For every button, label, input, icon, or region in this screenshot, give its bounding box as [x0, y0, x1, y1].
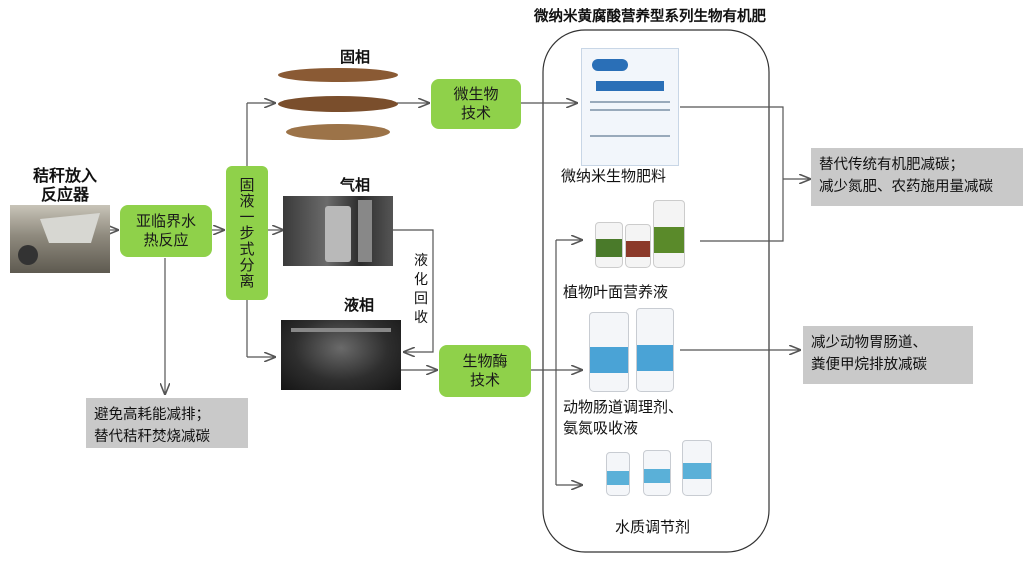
bottle-icon [636, 308, 674, 392]
subcritical-reaction-box: 亚临界水 热反应 [120, 205, 212, 257]
bottle-icon [682, 440, 712, 496]
product-intestinal-label: 动物肠道调理剂、 氨氮吸收液 [563, 398, 684, 437]
product-fertilizer-label: 微纳米生物肥料 [561, 167, 667, 185]
product-water-label: 水质调节剂 [615, 518, 691, 536]
input-label: 秸秆放入 反应器 [32, 166, 97, 204]
bottle-icon [606, 452, 630, 496]
gas-phase-label: 气相 [340, 176, 371, 194]
bottle-icon [643, 450, 671, 496]
outcome-right-top-box: 替代传统有机肥减碳； 减少氮肥、农药施用量减碳 [811, 148, 1023, 206]
microbe-technology-box: 微生物 技术 [431, 79, 521, 129]
solid-phase-label: 固相 [340, 48, 371, 66]
enzyme-technology-box: 生物酶 技术 [439, 345, 531, 397]
liquid-phase-photo [281, 320, 401, 390]
diagram-title: 微纳米黄腐酸营养型系列生物有机肥 [534, 8, 766, 25]
separation-box: 固液一步式分离 [226, 166, 268, 300]
bottle-icon [625, 224, 651, 268]
liquid-phase-label: 液相 [344, 296, 375, 314]
product-foliar-label: 植物叶面营养液 [563, 283, 669, 301]
outcome-right-mid-box: 减少动物胃肠道、 粪便甲烷排放减碳 [803, 326, 973, 384]
fertilizer-bag-image [581, 48, 679, 166]
product-container [542, 29, 770, 553]
liquefaction-label: 液 化 回 收 [414, 253, 428, 326]
bottle-icon [595, 222, 623, 268]
gas-phase-photo [283, 196, 393, 266]
reactor-photo [10, 205, 110, 273]
solid-phase-photo [278, 66, 398, 142]
bottle-icon [653, 200, 685, 268]
bottle-icon [589, 312, 629, 392]
outcome-left-box: 避免高耗能减排； 替代秸秆焚烧减碳 [86, 398, 248, 448]
